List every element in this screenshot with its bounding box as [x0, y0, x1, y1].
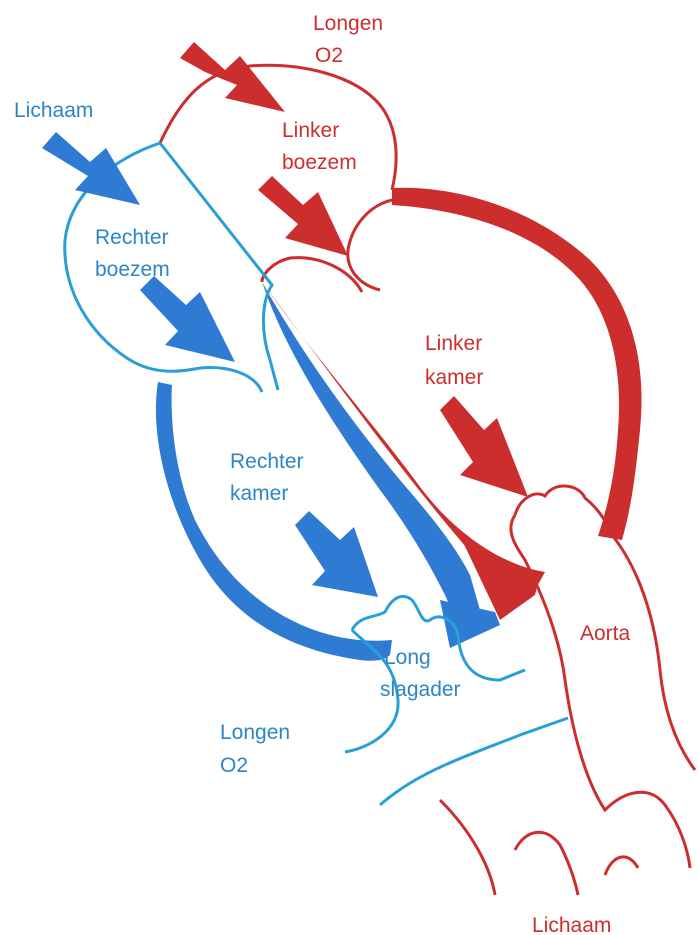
- long-slagader-right-branch: [380, 718, 568, 805]
- aorta-branch-3: [605, 857, 638, 875]
- label-aorta: Aorta: [580, 622, 631, 645]
- linker-kamer-inner-outline: [348, 200, 392, 290]
- arrow-from-lichaam: [42, 132, 140, 205]
- rechter-kamer-wall: [156, 382, 392, 661]
- arrow-from-longen: [180, 42, 285, 112]
- septum-blue-base: [440, 600, 500, 648]
- aorta-branch-2: [515, 832, 578, 895]
- linker-boezem-outline: [160, 65, 396, 190]
- label-linker-boezem-2: boezem: [282, 151, 357, 174]
- label-long-slagader-2: slagader: [380, 678, 461, 701]
- label-rechter-kamer-1: Rechter: [230, 450, 304, 473]
- label-long-slagader-1: Long: [384, 646, 431, 669]
- arrow-into-linker-kamer: [440, 396, 528, 497]
- aorta-branch-1: [440, 800, 495, 895]
- label-rechter-boezem-2: boezem: [95, 258, 170, 281]
- linker-boezem-valve-line: [262, 258, 362, 292]
- label-longen-bottom: Longen: [220, 721, 290, 744]
- label-longen-top: Longen: [313, 12, 383, 35]
- label-longen-bottom-o2: O2: [220, 754, 248, 777]
- label-linker-kamer-2: kamer: [425, 366, 483, 389]
- label-linker-kamer-1: Linker: [425, 332, 482, 355]
- label-rechter-kamer-2: kamer: [230, 482, 288, 505]
- label-linker-boezem-1: Linker: [282, 119, 339, 142]
- label-longen-top-o2: O2: [315, 44, 343, 67]
- label-lichaam-top: Lichaam: [14, 99, 93, 122]
- arrow-into-linker-boezem: [258, 176, 348, 256]
- label-rechter-boezem-1: Rechter: [95, 226, 169, 249]
- arrow-into-rechter-kamer: [140, 276, 235, 362]
- label-lichaam-bottom: Lichaam: [532, 914, 611, 935]
- arrow-into-long-slagader: [295, 511, 378, 597]
